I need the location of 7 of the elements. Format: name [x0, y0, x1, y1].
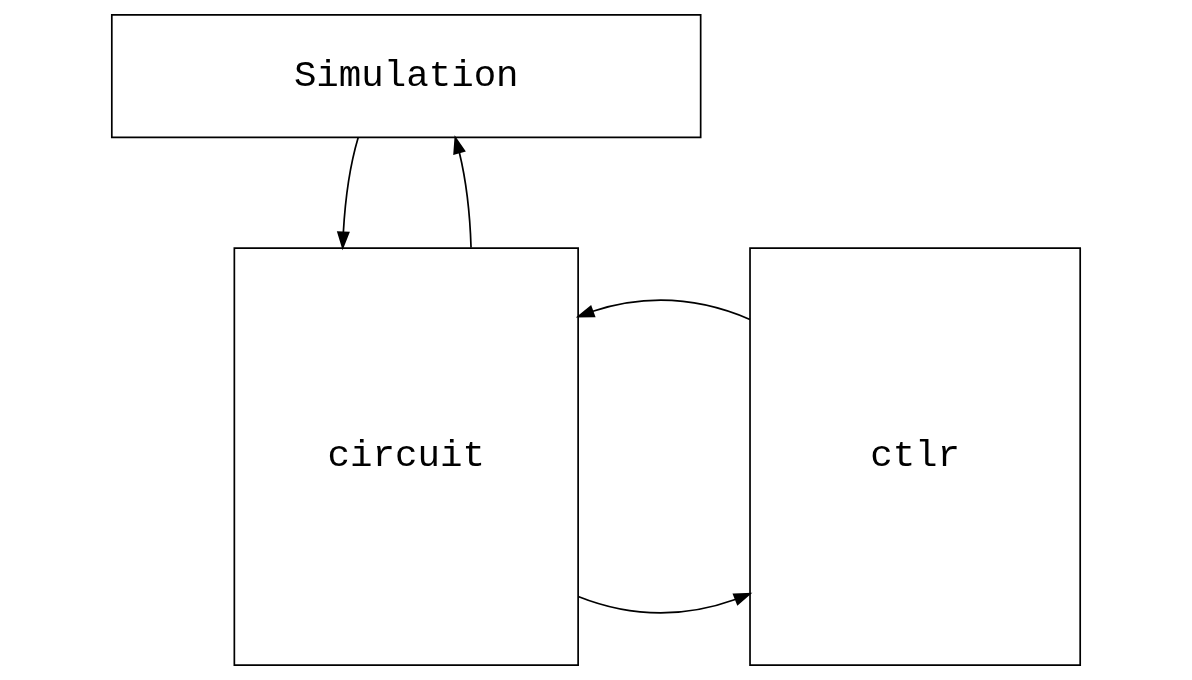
- node-box: circuit: [233, 247, 579, 666]
- arrow: [577, 592, 753, 614]
- arrow: [453, 135, 472, 249]
- arrow: [575, 299, 751, 321]
- arrow: [336, 136, 359, 251]
- node-box: ctlr: [749, 247, 1082, 666]
- node-box: Simulation: [110, 14, 702, 139]
